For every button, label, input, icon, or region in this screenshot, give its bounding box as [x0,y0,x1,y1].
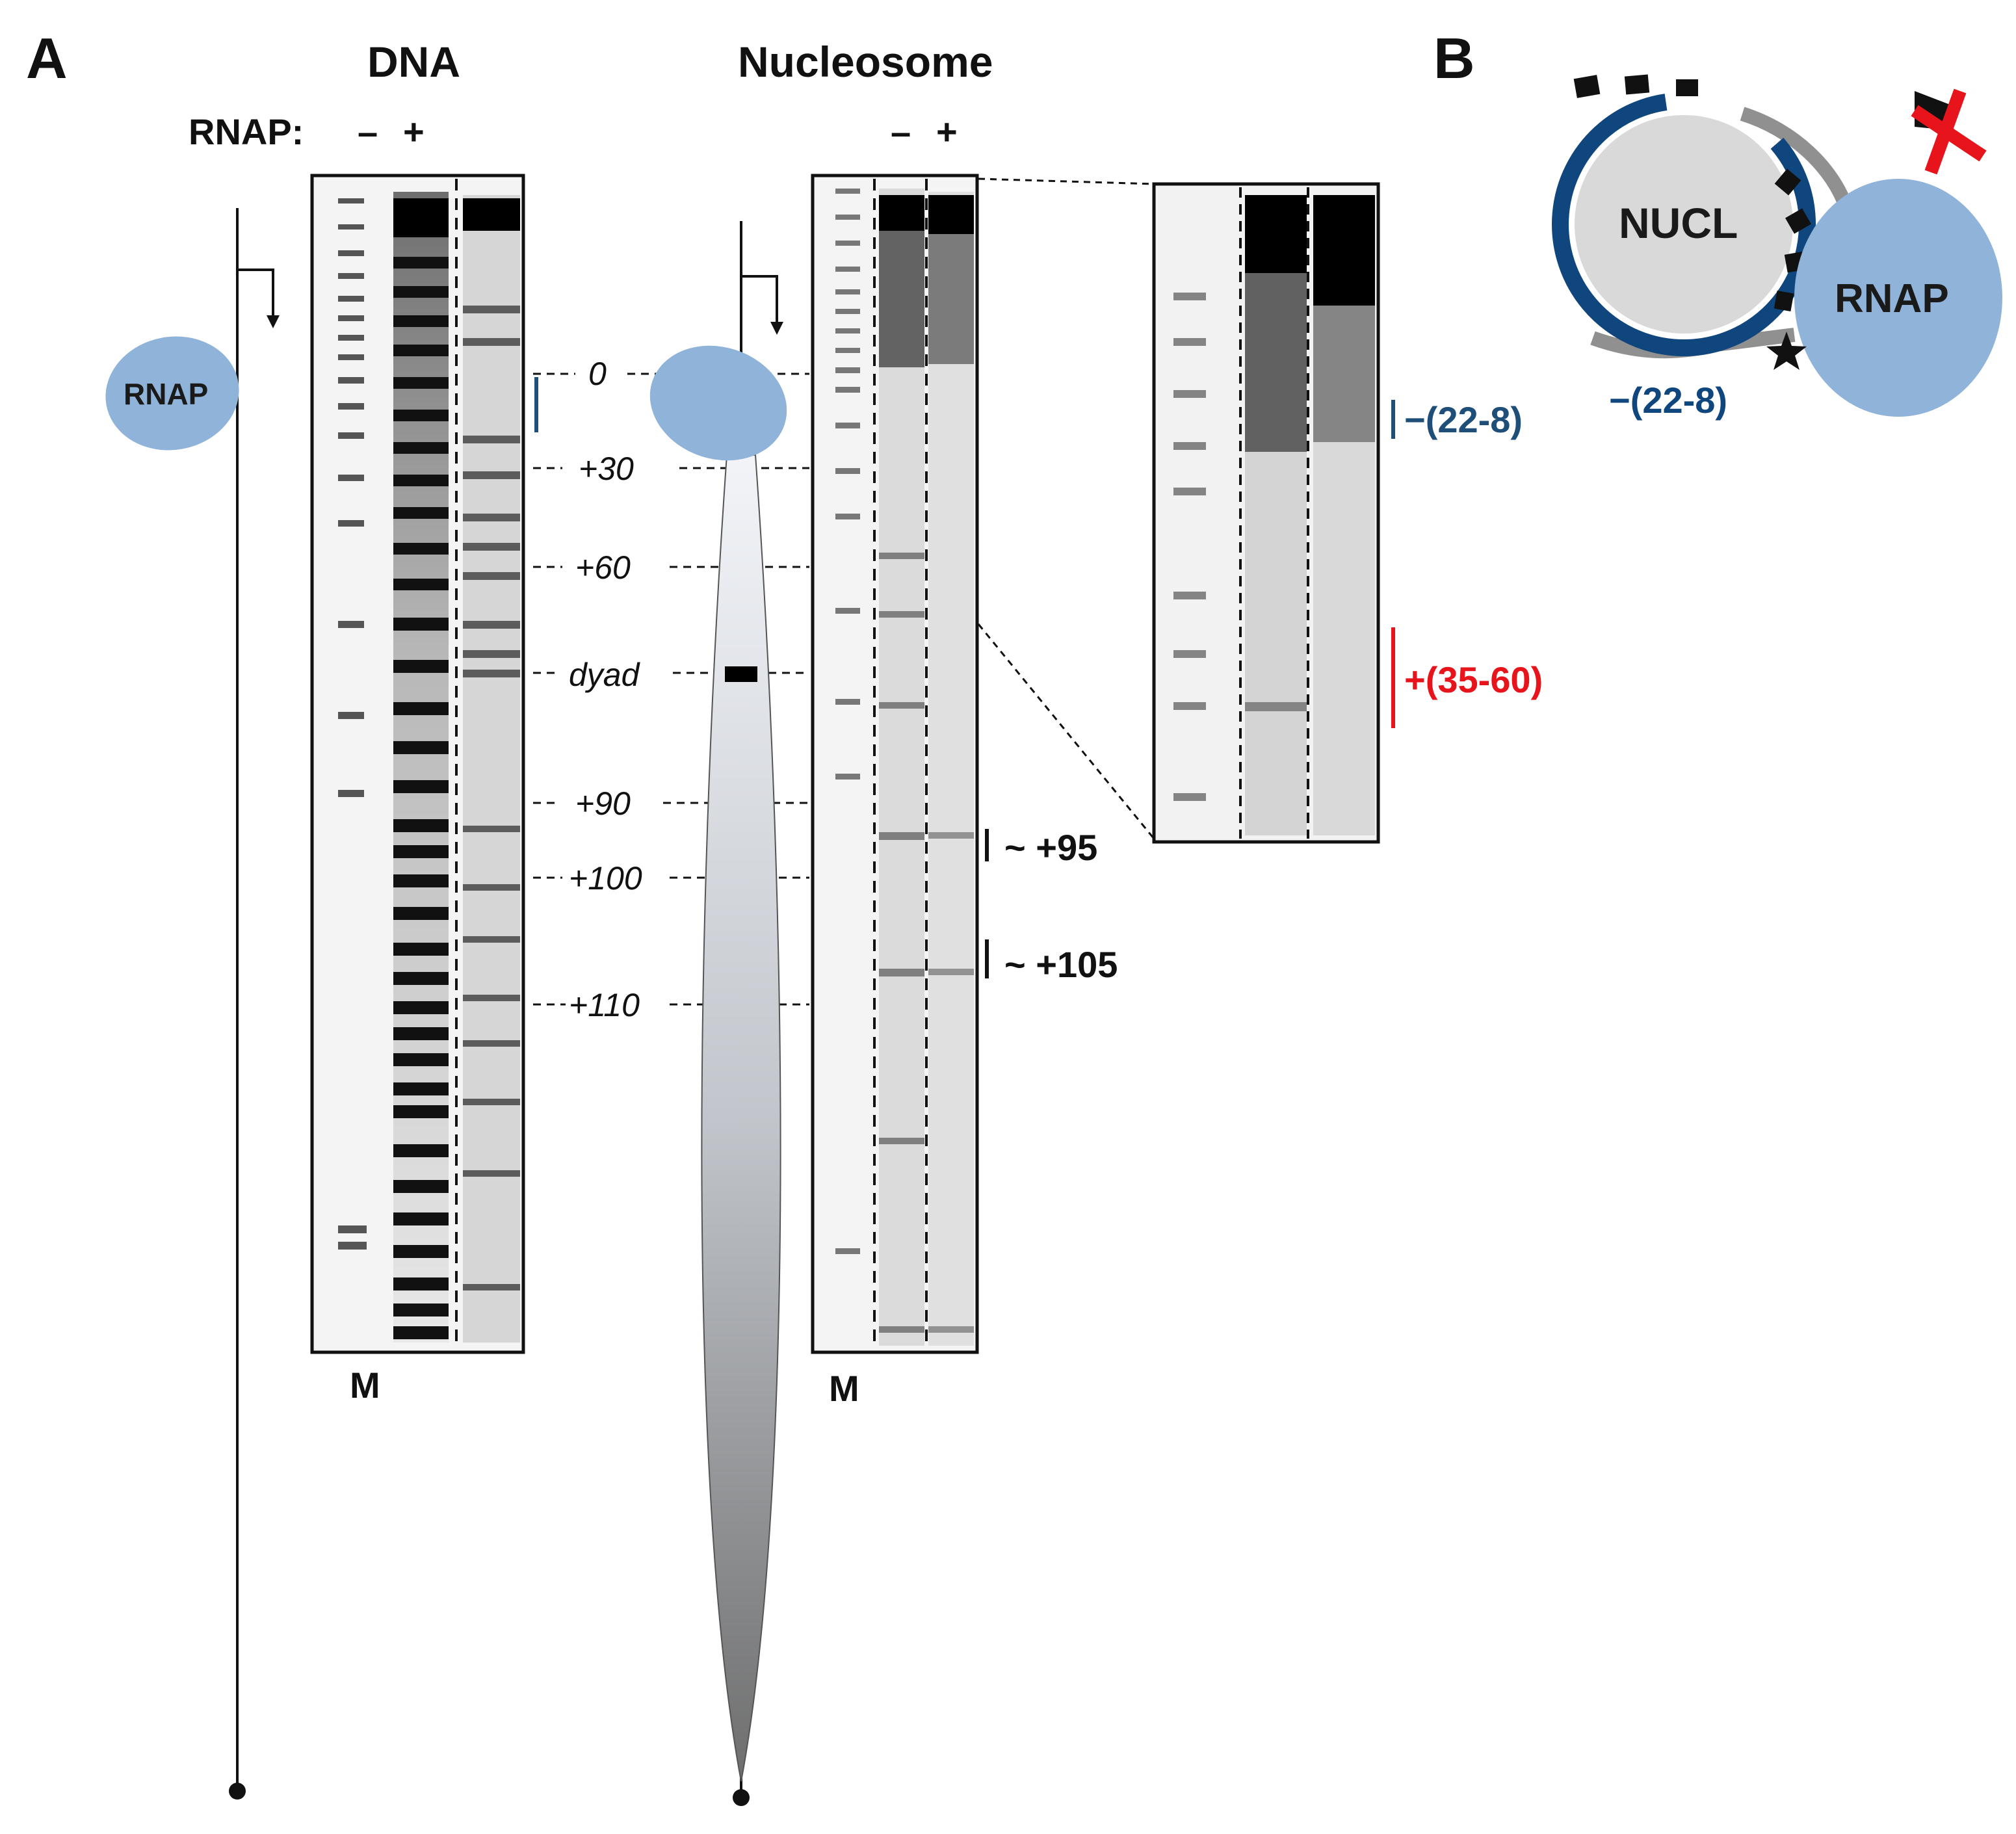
pos-0: 0 [588,356,607,392]
nucleosome-gel-lane1-bands [879,553,924,1333]
nucleosome-gel-marker-lane [835,189,860,1254]
panel-b-nucl-label: NUCL [1619,199,1738,247]
pos-30: +30 [579,451,634,487]
dna-lane-minus: – [358,111,378,152]
dna-gel-lane1-bands [393,257,449,1339]
nucl-lane-plus: + [936,111,958,152]
dna-gel-lane2-bands [463,306,520,1290]
nucleosome-shape [701,454,781,1782]
site-95-label: ~ +95 [1004,827,1097,868]
panel-a-letter: A [26,26,68,90]
panel-b-diagram [1552,74,2002,417]
zoom-gel [1152,182,1380,844]
pos-dyad: dyad [569,657,641,693]
rnap-row-label: RNAP: [189,111,304,152]
dna-template-schematic [229,208,280,1800]
pos-110: +110 [569,987,640,1023]
panel-b-region-label: −(22-8) [1609,380,1727,421]
rnap-blob-left-label: RNAP [124,377,208,411]
pos-60: +60 [575,549,631,586]
pos-90: +90 [575,785,631,822]
zoom-connectors [977,177,1155,839]
nucleosome-title: Nucleosome [738,38,993,86]
pos-100: +100 [569,860,642,897]
nucl-lane-minus: – [891,111,911,152]
nucleosome-gel-lane2-bands [928,832,974,1333]
panel-b-rnap-label: RNAP [1835,276,1949,321]
rnap-blob-left: RNAP [105,336,239,451]
dyad-marker [725,666,757,682]
dna-gel-marker-label: M [350,1365,380,1406]
zoom-downstream-label: +(35-60) [1404,659,1543,700]
dna-gel [310,174,525,1354]
site-105-label: ~ +105 [1004,944,1118,985]
zoom-upstream-label: −(22-8) [1404,399,1523,440]
nucleosome-gel-marker-label: M [829,1368,859,1409]
dna-title: DNA [367,38,460,86]
panel-b-letter: B [1433,26,1475,90]
dna-lane-plus: + [403,111,425,152]
nucleosome-template-schematic [649,221,787,1806]
dna-gel-marker-lane [338,198,367,1250]
nucleosome-gel [811,174,979,1354]
